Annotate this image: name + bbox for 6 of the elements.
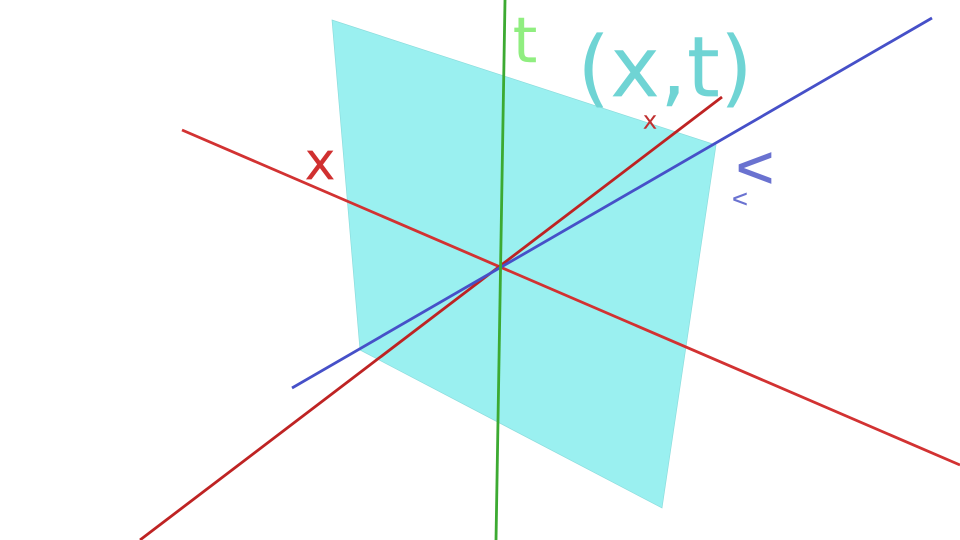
axis-label: x [643, 115, 656, 129]
axis-label: t [514, 18, 536, 62]
point-label: (x,t) [584, 32, 746, 108]
axis-label: v [738, 152, 772, 184]
axis-label: v [733, 192, 747, 206]
axis-label: x [306, 150, 334, 180]
